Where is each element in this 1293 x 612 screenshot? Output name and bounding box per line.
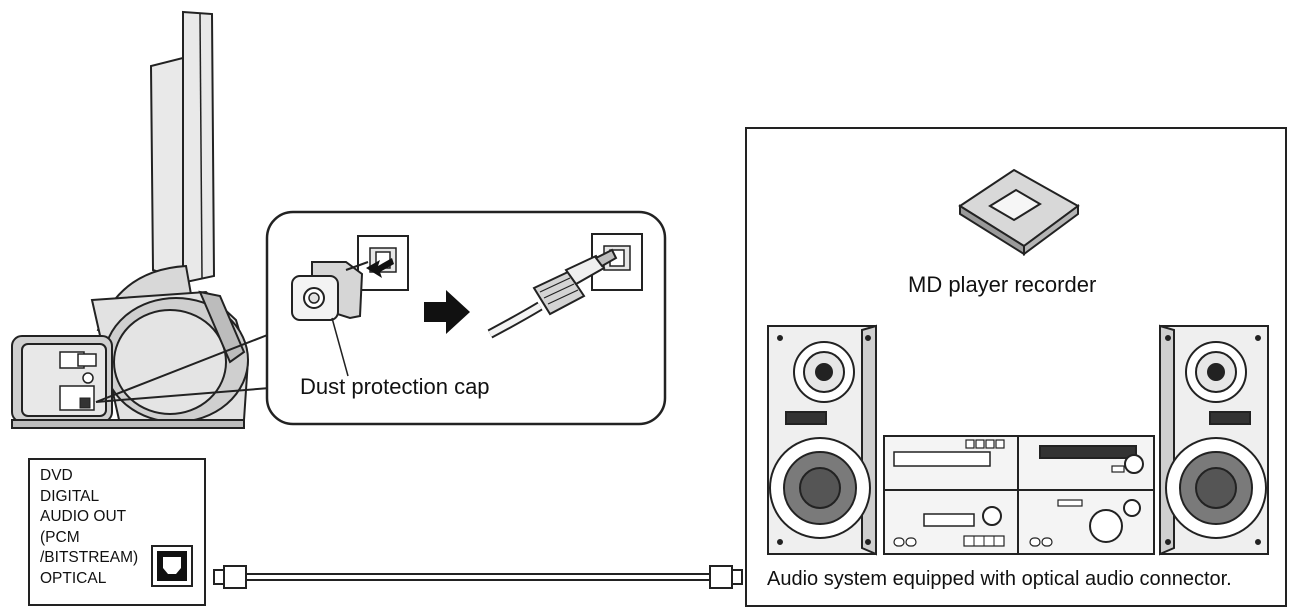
optical-jack-icon xyxy=(151,545,193,587)
callout-pointer xyxy=(95,333,271,403)
stereo-component-rack xyxy=(883,435,1155,555)
port-label-line: (PCM xyxy=(40,528,80,546)
md-player-label: MD player recorder xyxy=(908,272,1097,297)
audio-system-panel xyxy=(745,127,1287,607)
dvd-optical-out-panel: DVD DIGITAL AUDIO OUT (PCM /BITSTREAM) O… xyxy=(28,458,206,606)
audio-system-caption: Audio system equipped with optical audio… xyxy=(767,568,1232,590)
port-label-line: DVD xyxy=(40,467,73,484)
optical-plug-icon xyxy=(487,248,618,339)
next-step-arrow xyxy=(424,290,470,334)
dust-cap-label: Dust protection cap xyxy=(300,374,490,399)
port-label-line: /BITSTREAM) xyxy=(40,549,139,567)
port-label-line: OPTICAL xyxy=(40,569,107,587)
right-speaker xyxy=(1159,324,1269,556)
cap-label-pointer xyxy=(331,317,349,377)
left-speaker xyxy=(767,324,877,556)
optical-socket-2 xyxy=(591,233,643,291)
port-label-line: AUDIO OUT xyxy=(40,508,127,526)
md-disc-icon xyxy=(958,168,1080,256)
optical-cable xyxy=(213,565,743,589)
tv-unit xyxy=(11,10,250,429)
dust-cap-icon xyxy=(291,261,369,321)
port-label-lines: DVD DIGITAL AUDIO OUT (PCM /BITSTREAM) O… xyxy=(40,466,138,590)
port-label-line: DIGITAL xyxy=(40,487,100,505)
callout-bubble xyxy=(265,210,667,426)
pull-arrow xyxy=(366,258,394,278)
